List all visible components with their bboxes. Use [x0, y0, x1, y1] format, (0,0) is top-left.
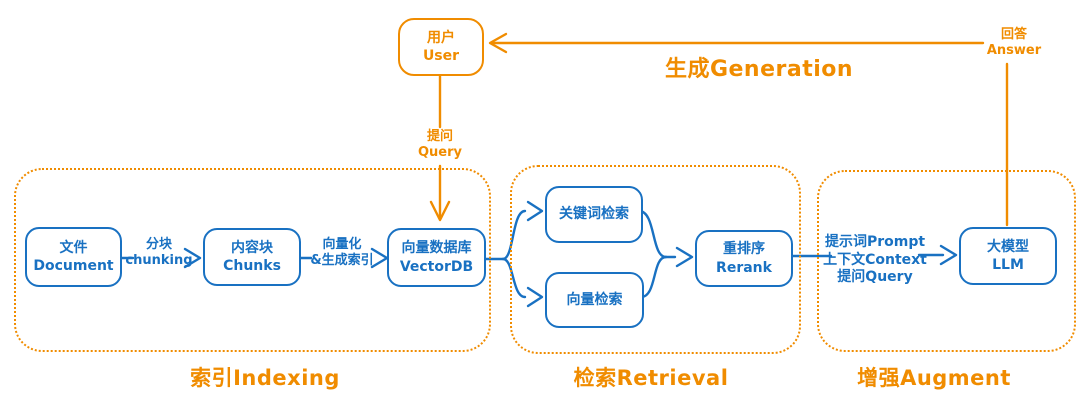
- arrowhead-to-vectordb: [429, 200, 451, 222]
- user-label-en: User: [422, 48, 460, 64]
- arrowhead-to-keyword: [526, 200, 544, 222]
- document-label-zh: 文件: [59, 239, 88, 256]
- chunks-label-zh: 内容块: [231, 239, 273, 256]
- chunking-label-zh: 分块: [145, 237, 173, 252]
- chunking-label-en: chunking: [125, 252, 193, 268]
- vector-search-label: 向量检索: [566, 291, 623, 308]
- arrowhead-to-chunks: [183, 247, 202, 269]
- rerank-label-zh: 重排序: [723, 241, 765, 258]
- arrowhead-to-vector-search: [526, 286, 544, 308]
- document-node: 文件 Document: [25, 227, 122, 287]
- indexing-title: 索引Indexing: [190, 366, 340, 390]
- vectordb-label-en: VectorDB: [399, 258, 474, 275]
- llm-node: 大模型 LLM: [959, 227, 1057, 285]
- chunking-label: 分块 chunking: [125, 237, 192, 269]
- user-node: 用户 User: [398, 18, 484, 76]
- answer-label: 回答 Answer: [987, 27, 1041, 59]
- generation-label: 生成Generation: [664, 57, 854, 82]
- merge-from-vector: [639, 255, 668, 299]
- vectordb-label-zh: 向量数据库: [401, 240, 472, 257]
- keyword-search-label: 关键词检索: [559, 206, 629, 223]
- augment-title: 增强Augment: [857, 366, 1011, 390]
- branch-up-to-keyword: [501, 209, 527, 261]
- vectordb-node: 向量数据库 VectorDB: [387, 228, 486, 287]
- arrowhead-to-llm: [939, 244, 958, 266]
- llm-label-zh: 大模型: [987, 238, 1029, 255]
- query-label-en: Query: [417, 144, 463, 160]
- query-label: 提问 Query: [418, 129, 462, 161]
- retrieval-title: 检索Retrieval: [573, 366, 729, 390]
- llm-inputs-query: 提问Query: [837, 269, 913, 286]
- augment-section: [817, 170, 1076, 352]
- branch-down-to-vector: [501, 257, 527, 299]
- rerank-label-en: Rerank: [716, 259, 772, 276]
- arrowhead-to-user: [488, 32, 508, 54]
- vector-search-node: 向量检索: [545, 272, 644, 328]
- query-label-zh: 提问: [426, 129, 454, 144]
- llm-inputs-label: 提示词Prompt 上下文Context 提问Query: [823, 234, 927, 287]
- indexing-section: [14, 168, 491, 352]
- answer-label-zh: 回答: [1000, 27, 1028, 42]
- merge-from-keyword: [637, 209, 668, 259]
- answer-label-en: Answer: [986, 42, 1042, 58]
- llm-inputs-context: 上下文Context: [823, 251, 927, 268]
- arrowhead-to-rerank: [675, 246, 694, 268]
- vectorize-label-zh: 向量化: [322, 237, 362, 252]
- vectorize-label: 向量化 &生成索引: [310, 237, 373, 269]
- llm-label-en: LLM: [992, 257, 1024, 273]
- llm-inputs-prompt: 提示词Prompt: [824, 234, 926, 250]
- chunks-node: 内容块 Chunks: [203, 228, 301, 286]
- keyword-search-node: 关键词检索: [545, 186, 643, 243]
- vectorize-label-en: &生成索引: [310, 252, 374, 268]
- chunks-label-en: Chunks: [223, 258, 281, 274]
- rerank-node: 重排序 Rerank: [695, 230, 793, 287]
- user-label-zh: 用户: [427, 29, 455, 46]
- document-label-en: Document: [33, 258, 114, 274]
- retrieval-section: [510, 165, 801, 354]
